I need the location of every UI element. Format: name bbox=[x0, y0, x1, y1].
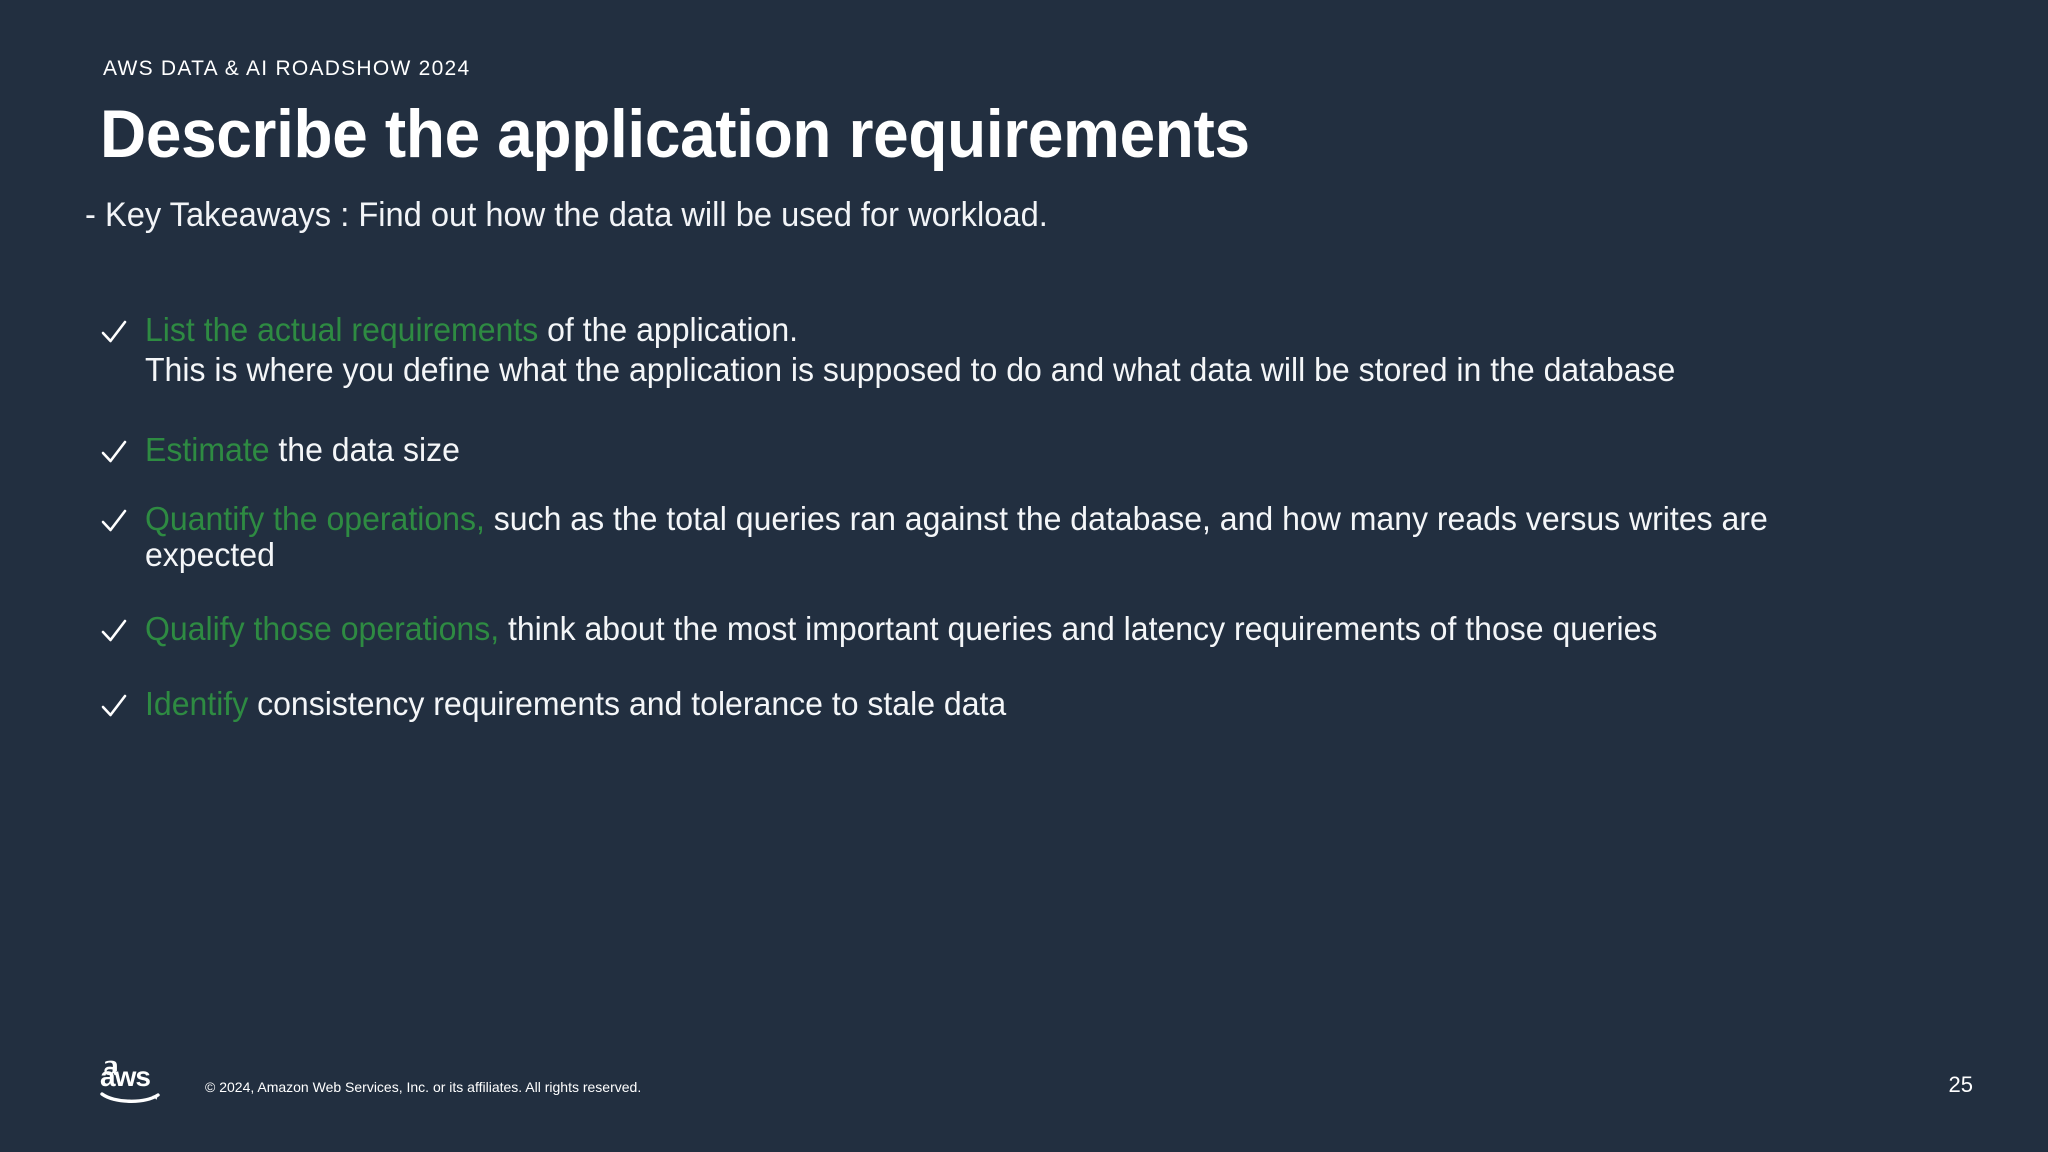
bullet-accent-text: Identify bbox=[145, 684, 249, 722]
list-item: Estimate the data size bbox=[100, 430, 1960, 468]
bullet-rest-text: consistency requirements and tolerance t… bbox=[248, 684, 1007, 722]
list-item: Quantify the operations, such as the tot… bbox=[100, 499, 1960, 574]
bullet-line: Identify consistency requirements and to… bbox=[145, 684, 1906, 722]
check-icon bbox=[100, 505, 128, 537]
aws-logo-icon: aws bbox=[100, 1060, 166, 1106]
bullet-rest-text: such as the total queries ran against th… bbox=[145, 499, 1768, 574]
copyright-text: © 2024, Amazon Web Services, Inc. or its… bbox=[205, 1079, 642, 1095]
slide-subtitle: - Key Takeaways : Find out how the data … bbox=[85, 196, 1048, 234]
bullet-accent-text: Estimate bbox=[145, 430, 270, 468]
bullet-line: Estimate the data size bbox=[145, 430, 1906, 468]
bullet-line: Quantify the operations, such as the tot… bbox=[145, 499, 1906, 574]
bullet-rest-text: the data size bbox=[269, 430, 460, 468]
page-number: 25 bbox=[1948, 1072, 1973, 1097]
bullet-line: Qualify those operations, think about th… bbox=[145, 611, 1906, 647]
check-icon bbox=[100, 615, 128, 647]
bullet-list: List the actual requirements of the appl… bbox=[100, 311, 1960, 722]
page-title: Describe the application requirements bbox=[100, 96, 1250, 172]
list-item: List the actual requirements of the appl… bbox=[100, 311, 1960, 389]
check-icon bbox=[100, 316, 128, 348]
list-item: Identify consistency requirements and to… bbox=[100, 684, 1960, 722]
list-item: Qualify those operations, think about th… bbox=[100, 611, 1960, 647]
bullet-rest-text: of the application. bbox=[538, 311, 799, 348]
bullet-accent-text: List the actual requirements bbox=[145, 311, 539, 348]
svg-text:aws: aws bbox=[100, 1061, 150, 1092]
bullet-body-text: This is where you define what the applic… bbox=[145, 351, 1676, 389]
bullet-accent-text: Qualify those operations, bbox=[145, 610, 500, 648]
slide-eyebrow: AWS DATA & AI ROADSHOW 2024 bbox=[103, 57, 471, 80]
check-icon bbox=[100, 436, 128, 468]
check-icon bbox=[100, 690, 128, 722]
bullet-rest-text: think about the most important queries a… bbox=[499, 610, 1658, 648]
bullet-line: List the actual requirements of the appl… bbox=[145, 311, 1906, 348]
bullet-accent-text: Quantify the operations, bbox=[145, 499, 485, 537]
